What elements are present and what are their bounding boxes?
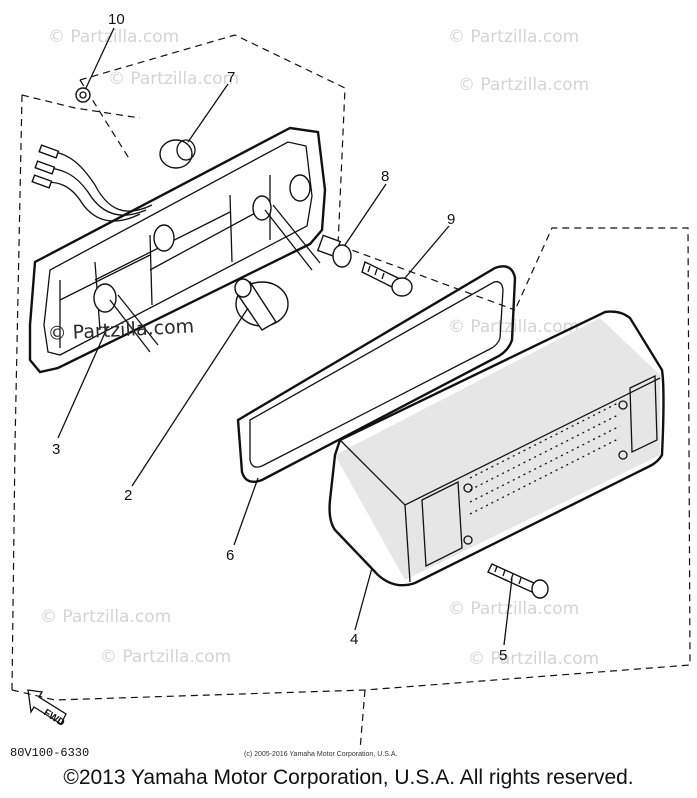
callout-5: 5: [499, 647, 507, 664]
socket: [93, 283, 117, 313]
wire-connector: [31, 174, 53, 189]
part-gasket-6: [236, 265, 517, 483]
copyright-notice: ©2013 Yamaha Motor Corporation, U.S.A. A…: [63, 766, 634, 789]
callout-10: 10: [108, 11, 125, 28]
watermark-layer: © Partzilla.com © Partzilla.com © Partzi…: [40, 27, 599, 669]
callout-6: 6: [226, 547, 234, 564]
forward-arrow: FWD: [27, 689, 67, 729]
watermark: © Partzilla.com: [40, 607, 171, 627]
lens-reflector: [629, 374, 658, 454]
callout-4: 4: [350, 631, 358, 648]
watermark: © Partzilla.com: [448, 599, 579, 619]
part-bulb-2: [234, 278, 289, 331]
callout-2: 2: [124, 487, 132, 504]
wire-connector: [38, 144, 60, 159]
tail-light-housing: [28, 126, 327, 374]
watermark: © Partzilla.com: [468, 649, 599, 669]
part-grommet-7: [159, 139, 196, 169]
watermark: © Partzilla.com: [108, 69, 239, 89]
forward-label: FWD: [41, 707, 66, 729]
diagram-code: 80V100-6330: [10, 746, 89, 760]
watermark: © Partzilla.com: [458, 75, 589, 95]
part-collar-8: [316, 234, 352, 268]
socket: [252, 195, 272, 221]
leader-lines: [57, 27, 513, 646]
forward-arrow-icon: [27, 689, 67, 725]
callout-3: 3: [52, 441, 60, 458]
credit-line: (c) 2005-2016 Yamaha Motor Corporation, …: [244, 751, 397, 758]
watermark: © Partzilla.com: [100, 647, 231, 667]
callouts: 10 7 8 9 3 2 6 4 5: [52, 11, 507, 664]
wire-connector: [34, 160, 56, 175]
part-lens-4: [328, 310, 665, 587]
callout-8: 8: [381, 168, 389, 185]
watermark: © Partzilla.com: [448, 27, 579, 47]
part-nut-10: [75, 87, 91, 103]
socket: [153, 224, 175, 252]
watermark: © Partzilla.com: [48, 27, 179, 47]
socket: [289, 174, 311, 202]
watermark-strong: © Partzilla.com: [47, 315, 195, 345]
callout-9: 9: [447, 211, 455, 228]
part-screw-5: [487, 563, 549, 599]
part-screw-9: [361, 261, 413, 297]
callout-7: 7: [227, 69, 235, 86]
lens-reflector: [421, 480, 463, 568]
